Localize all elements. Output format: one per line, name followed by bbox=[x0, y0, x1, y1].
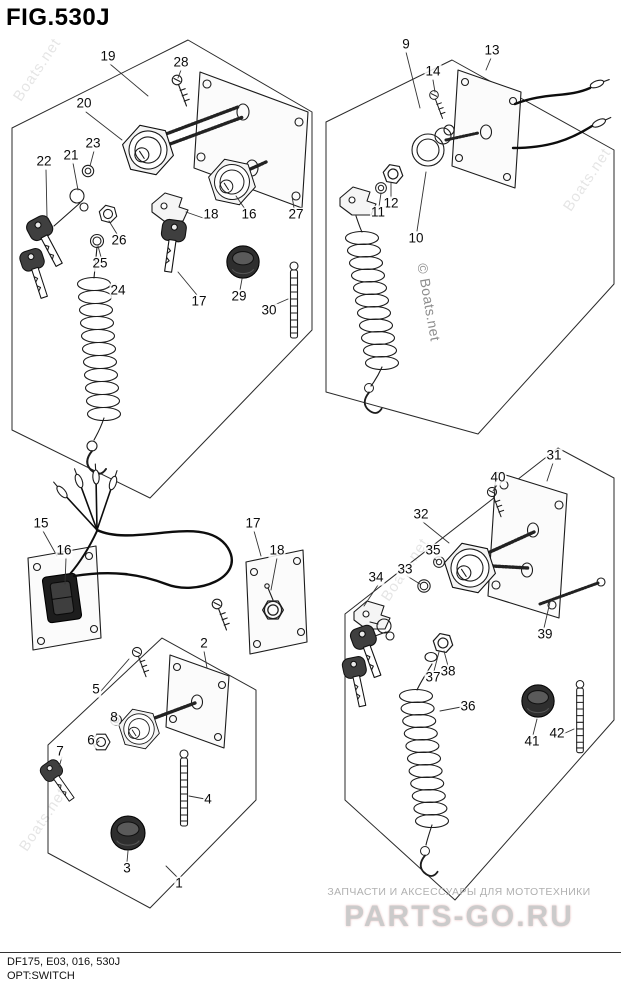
part-number-13: 13 bbox=[483, 42, 501, 59]
part-number-2: 2 bbox=[199, 635, 209, 652]
switch-body bbox=[411, 133, 445, 167]
part-number-6: 6 bbox=[86, 732, 96, 749]
rocker-switch bbox=[41, 572, 83, 624]
part-number-36: 36 bbox=[459, 698, 477, 715]
part-number-17: 17 bbox=[190, 293, 208, 310]
wire bbox=[511, 124, 594, 150]
assembly-switch-bracket bbox=[339, 69, 613, 414]
shop-site: PARTS-GO.RU bbox=[344, 900, 574, 933]
part-number-31: 31 bbox=[545, 447, 563, 464]
part-number-26: 26 bbox=[110, 232, 128, 249]
part-number-34: 34 bbox=[367, 569, 385, 586]
part-number-3: 3 bbox=[122, 860, 132, 877]
part-number-8: 8 bbox=[109, 709, 119, 726]
part-number-18: 18 bbox=[202, 206, 220, 223]
part-number-41: 41 bbox=[523, 733, 541, 750]
part-number-39: 39 bbox=[536, 626, 554, 643]
shop-caption: ЗАПЧАСТИ И АКСЕССУАРЫ ДЛЯ МОТОТЕХНИКИ bbox=[327, 886, 591, 898]
figure-title: FIG.530J bbox=[6, 4, 111, 31]
wire bbox=[513, 86, 592, 106]
assembly-rocker-switch bbox=[27, 463, 308, 655]
part-number-16: 16 bbox=[55, 542, 73, 559]
part-number-37: 37 bbox=[424, 669, 442, 686]
part-number-19: 19 bbox=[99, 48, 117, 65]
model-code: DF175, E03, 016, 530J bbox=[7, 956, 121, 968]
part-number-5: 5 bbox=[91, 681, 101, 698]
part-number-7: 7 bbox=[55, 743, 65, 760]
part-number-12: 12 bbox=[382, 195, 400, 212]
mounting-panel bbox=[487, 471, 568, 619]
part-number-32: 32 bbox=[412, 506, 430, 523]
part-number-17: 17 bbox=[244, 515, 262, 532]
part-number-20: 20 bbox=[75, 95, 93, 112]
part-number-11: 11 bbox=[369, 204, 387, 221]
part-number-38: 38 bbox=[439, 663, 457, 680]
figure-caption: OPT:SWITCH bbox=[7, 970, 75, 982]
part-number-9: 9 bbox=[401, 36, 411, 53]
mounting-panel bbox=[165, 654, 230, 749]
part-number-1: 1 bbox=[174, 875, 184, 892]
part-number-42: 42 bbox=[548, 725, 566, 742]
part-number-29: 29 bbox=[230, 288, 248, 305]
wire-loop bbox=[72, 528, 233, 589]
part-number-35: 35 bbox=[424, 542, 442, 559]
part-number-21: 21 bbox=[62, 147, 80, 164]
shop-watermark: ЗАПЧАСТИ И АКСЕССУАРЫ ДЛЯ МОТОТЕХНИКИ PA… bbox=[300, 886, 618, 933]
part-number-16: 16 bbox=[240, 206, 258, 223]
part-number-28: 28 bbox=[172, 54, 190, 71]
mounting-bracket bbox=[451, 69, 522, 189]
part-number-24: 24 bbox=[109, 282, 127, 299]
part-number-10: 10 bbox=[407, 230, 425, 247]
washer bbox=[424, 651, 438, 663]
part-number-18: 18 bbox=[268, 542, 286, 559]
part-number-40: 40 bbox=[489, 469, 507, 486]
part-number-30: 30 bbox=[260, 302, 278, 319]
part-number-22: 22 bbox=[35, 153, 53, 170]
part-number-4: 4 bbox=[203, 791, 213, 808]
part-number-14: 14 bbox=[424, 63, 442, 80]
part-number-23: 23 bbox=[84, 135, 102, 152]
leader-lines bbox=[42, 51, 575, 878]
assembly-outlines bbox=[11, 39, 615, 909]
key-ring bbox=[69, 188, 85, 204]
footer-divider bbox=[0, 952, 621, 953]
part-number-25: 25 bbox=[91, 255, 109, 272]
part-number-15: 15 bbox=[32, 515, 50, 532]
part-number-33: 33 bbox=[396, 561, 414, 578]
assembly-single-switch-panel bbox=[37, 646, 230, 851]
part-number-27: 27 bbox=[287, 206, 305, 223]
assembly-switch-panel-lanyard bbox=[340, 471, 606, 877]
